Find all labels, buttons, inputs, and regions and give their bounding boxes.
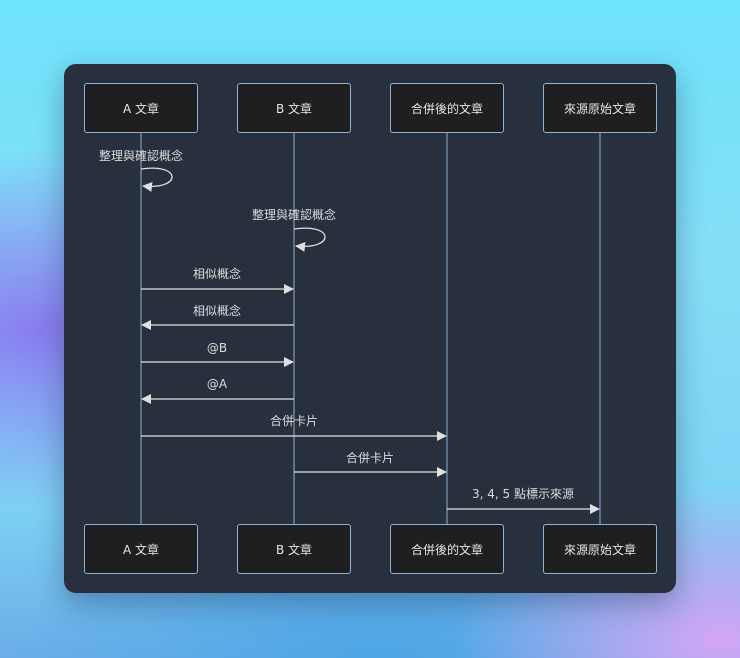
actor-label: 合併後的文章 (410, 542, 483, 557)
message-label: @A (206, 377, 228, 391)
actor-a-bottom: A 文章 (84, 524, 198, 574)
lifelines (140, 133, 601, 524)
message-label: 整理與確認概念 (98, 149, 184, 163)
message-label: 相似概念 (192, 304, 242, 318)
actor-d-top: 來源原始文章 (543, 83, 657, 133)
actor-a-top: A 文章 (84, 83, 198, 133)
actor-c-bottom: 合併後的文章 (390, 524, 504, 574)
actor-d-bottom: 來源原始文章 (543, 524, 657, 574)
diagram-card (64, 64, 676, 593)
self-loop-a (140, 167, 173, 192)
message-label: 合併卡片 (269, 414, 319, 428)
message-label: @B (206, 341, 228, 355)
self-loop-b (293, 227, 326, 252)
actor-label: B 文章 (275, 101, 313, 116)
actor-label: 來源原始文章 (563, 101, 636, 116)
actor-label: 合併後的文章 (410, 101, 483, 116)
message-label: 整理與確認概念 (251, 208, 337, 222)
message-label: 相似概念 (192, 267, 242, 281)
actor-b-bottom: B 文章 (237, 524, 351, 574)
actor-label: A 文章 (122, 101, 160, 116)
message-label: 3, 4, 5 點標示來源 (472, 487, 574, 501)
actor-label: B 文章 (275, 542, 313, 557)
actor-b-top: B 文章 (237, 83, 351, 133)
actor-label: 來源原始文章 (563, 542, 636, 557)
actor-label: A 文章 (122, 542, 160, 557)
message-label: 合併卡片 (345, 451, 395, 465)
actor-c-top: 合併後的文章 (390, 83, 504, 133)
